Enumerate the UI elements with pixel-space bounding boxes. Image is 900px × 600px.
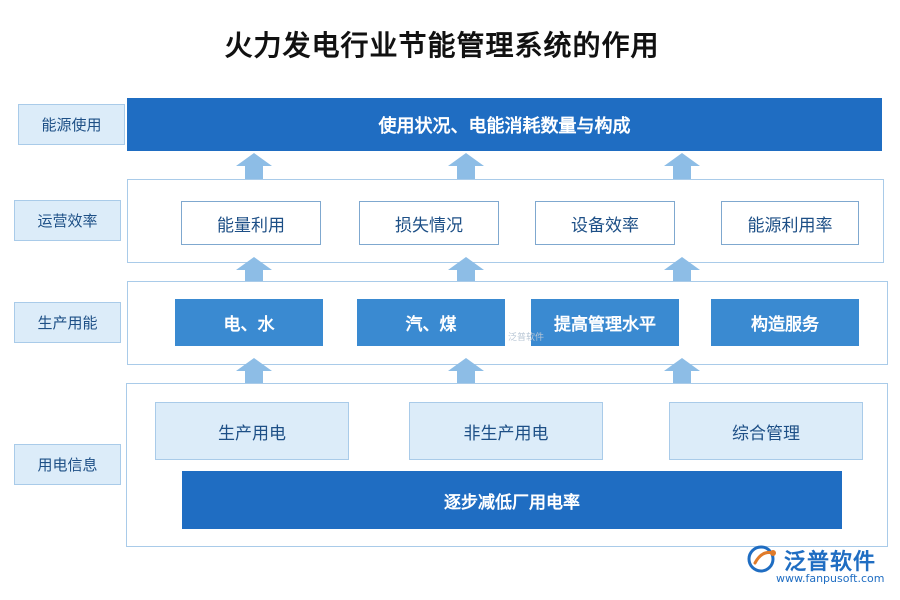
operation-item-equipment-efficiency: 设备效率 xyxy=(535,201,675,245)
production-item-construction-service: 构造服务 xyxy=(711,299,859,346)
up-arrow-icon xyxy=(664,153,700,179)
up-arrow-icon xyxy=(236,153,272,179)
up-arrow-icon xyxy=(448,153,484,179)
electricity-item-comprehensive-management: 综合管理 xyxy=(669,402,863,460)
up-arrow-icon xyxy=(448,257,484,283)
operation-item-energy-utilization-rate: 能源利用率 xyxy=(721,201,859,245)
page-title: 火力发电行业节能管理系统的作用 xyxy=(224,29,660,62)
up-arrow-icon xyxy=(448,358,484,384)
operation-item-loss-status: 损失情况 xyxy=(359,201,499,245)
fanpu-logo-icon xyxy=(746,544,780,574)
up-arrow-icon xyxy=(664,358,700,384)
operation-item-energy-utilization: 能量利用 xyxy=(181,201,321,245)
watermark-text: 泛普软件 xyxy=(508,333,545,343)
brand-logo: 泛普软件 www.fanpusoft.com xyxy=(746,542,886,590)
reduce-plant-power-rate-bar: 逐步减低厂用电率 xyxy=(182,471,842,529)
production-item-electricity-water: 电、水 xyxy=(175,299,323,346)
production-item-improve-management: 提高管理水平 xyxy=(531,299,679,346)
electricity-item-production: 生产用电 xyxy=(155,402,349,460)
row-label-electricity-info: 用电信息 xyxy=(14,444,121,485)
production-item-steam-coal: 汽、煤 xyxy=(357,299,505,346)
row-label-operation-efficiency: 运营效率 xyxy=(14,200,121,241)
brand-url: www.fanpusoft.com xyxy=(776,572,885,585)
up-arrow-icon xyxy=(664,257,700,283)
brand-name: 泛普软件 xyxy=(784,550,877,575)
up-arrow-icon xyxy=(236,358,272,384)
energy-use-bar: 使用状况、电能消耗数量与构成 xyxy=(127,98,882,151)
electricity-item-non-production: 非生产用电 xyxy=(409,402,603,460)
row-label-energy-use: 能源使用 xyxy=(18,104,125,145)
row-label-production-energy: 生产用能 xyxy=(14,302,121,343)
up-arrow-icon xyxy=(236,257,272,283)
